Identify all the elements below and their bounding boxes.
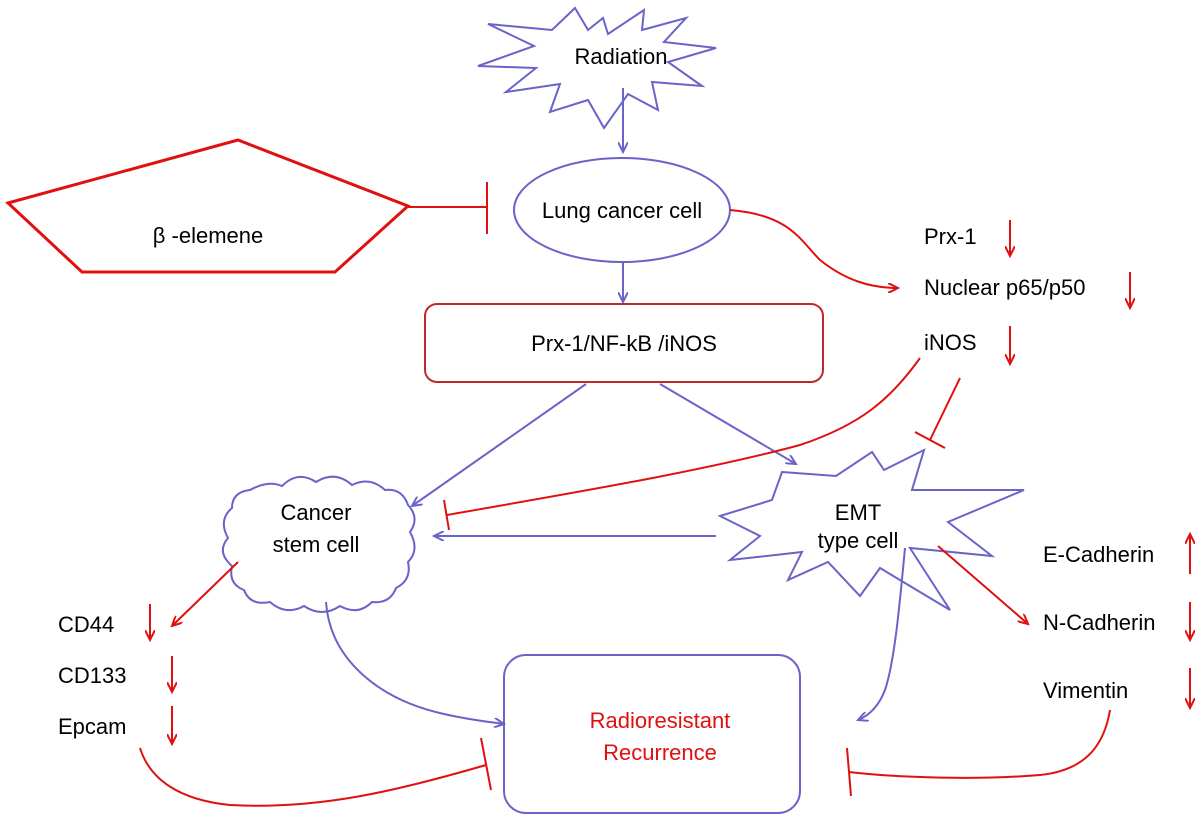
pathway-box [424, 303, 824, 383]
lung-cancer-cell-label: Lung cancer cell [542, 198, 702, 223]
marker-nuclear-p65-p50: Nuclear p65/p50 [924, 275, 1085, 300]
marker-e-cadherin: E-Cadherin [1043, 542, 1154, 567]
cell-to-markers-arrow [729, 209, 898, 288]
cancer-stem-cell-label-2: stem cell [273, 532, 360, 557]
beta-elemene-pentagon [5, 138, 411, 274]
emt-label-1: EMT [835, 500, 881, 525]
inos-inhibits-stem-bar [443, 499, 450, 531]
emt-type-cell-node [717, 448, 1025, 611]
inos-inhibits-emt-bar [914, 431, 946, 449]
inos-inhibits-emt-line [929, 377, 961, 441]
emt-to-markers-arrow [937, 545, 1028, 624]
pathway-to-stem-arrow [412, 383, 587, 506]
radiation-label: Radiation [575, 44, 668, 69]
marker-prx1: Prx-1 [924, 224, 977, 249]
marker-epcam: Epcam [58, 714, 126, 739]
emt-to-outcome-arrow [858, 547, 906, 720]
radiation-starburst [477, 6, 717, 130]
cancer-stem-cell-label-1: Cancer [281, 500, 352, 525]
emt-label-2: type cell [818, 528, 899, 553]
pathway-label: Prx-1/NF-kB /iNOS [531, 331, 717, 356]
marker-cd133: CD133 [58, 663, 126, 688]
cancer-stem-cell-node [221, 475, 416, 613]
beta-elemene-label: β -elemene [153, 223, 263, 248]
epcam-inhibits-outcome-bar [480, 737, 492, 791]
marker-n-cadherin: N-Cadherin [1043, 610, 1156, 635]
epcam-inhibits-outcome-line [139, 747, 487, 807]
marker-cd44: CD44 [58, 612, 114, 637]
stem-to-outcome-arrow [325, 601, 504, 724]
stem-to-markers-arrow [172, 561, 239, 626]
pathway-to-emt-arrow [659, 383, 796, 464]
inos-inhibits-stem-line [446, 357, 921, 516]
outcome-label-2: Recurrence [603, 740, 717, 765]
vimentin-inhibits-outcome-line [848, 709, 1111, 779]
outcome-label-1: Radioresistant [590, 708, 731, 733]
marker-vimentin: Vimentin [1043, 678, 1128, 703]
vimentin-inhibits-outcome-bar [846, 747, 852, 797]
radioresistant-recurrence-box [503, 654, 801, 814]
marker-inos: iNOS [924, 330, 977, 355]
